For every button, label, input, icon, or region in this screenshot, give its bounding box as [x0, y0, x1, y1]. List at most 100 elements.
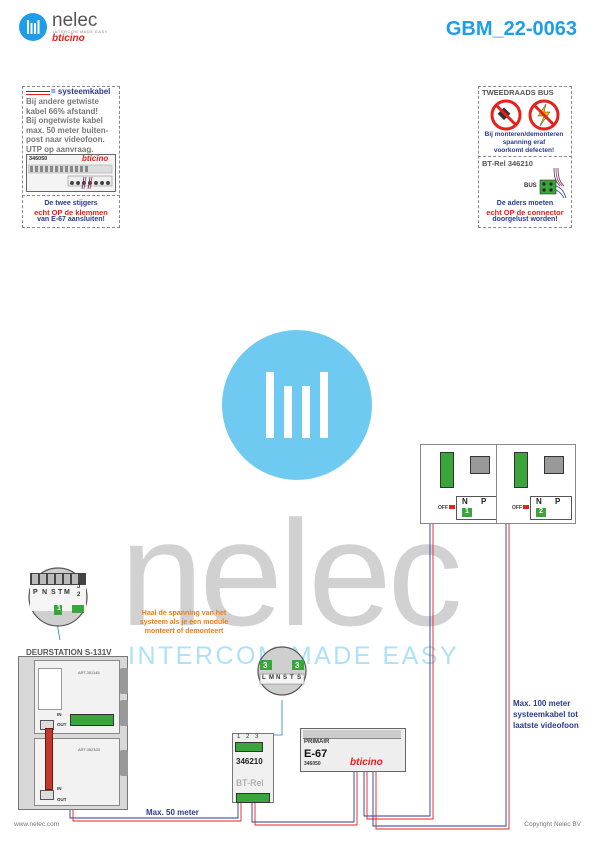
camera-module-board: [38, 668, 62, 710]
cable-note-line-6: UTP op aanvraag.: [26, 144, 94, 154]
enclosure-hinge-top: [120, 668, 128, 694]
enclosure-hinge-mid: [120, 700, 128, 726]
monitor-1-screen-icon: [470, 456, 490, 474]
max-50-label: Max. 50 meter: [146, 808, 199, 817]
door-station-title: DEURSTATION S-131V: [26, 648, 112, 657]
max-100-line-3: laatste videofoon: [513, 721, 579, 730]
enclosure-hinge-bottom: [120, 750, 128, 776]
no-power-warning-icon: [490, 99, 560, 131]
module-code-top: ART.351145: [78, 670, 100, 675]
relay-terminal-2: 2: [246, 734, 250, 740]
relay-zoom-left: 3: [263, 661, 268, 670]
relay-name: BT-Rel: [236, 778, 264, 788]
green-terminal-block: [70, 714, 114, 726]
cable-note-line-4: max. 50 meter buiten-: [26, 125, 109, 135]
power-off-warning-line-3: monteert of demonteert: [144, 628, 224, 635]
nelec-logo-icon: [19, 13, 47, 41]
document-code: GBM_22-0063: [445, 18, 577, 40]
cable-note-line-3: Bij ongetwiste kabel: [26, 116, 103, 125]
monitor-1-off-switch: [449, 505, 455, 509]
brand-name: nelec: [52, 10, 98, 31]
monitor-2-number: 2: [539, 508, 543, 515]
zoom-terminal-s: S: [51, 589, 56, 596]
zoom-terminal-n: N: [42, 589, 48, 596]
module-code: 346050: [29, 156, 48, 162]
cable-note-line-5: post naar videofoon.: [26, 135, 105, 144]
power-off-warning-line-1: Haal de spanning van het: [141, 610, 227, 617]
relay-zoom-t: T: [290, 675, 294, 681]
warning-line-3: voorkomt defecten!: [493, 147, 555, 154]
monitor-1-terminal: [440, 452, 454, 488]
in-label-bottom: IN: [57, 786, 62, 791]
power-supply-model: E-67: [304, 748, 328, 760]
footer-website[interactable]: www.nelec.com: [14, 821, 60, 828]
relay-terminal-1: 1: [237, 734, 241, 740]
relay-zoom-m: M: [269, 675, 274, 681]
zoom-terminal-t: T: [58, 589, 63, 596]
ribbon-cable: [45, 728, 53, 790]
max-100-line-2: systeemkabel tot: [513, 710, 578, 719]
monitor-1-n-label: N: [462, 497, 468, 506]
power-off-warning-line-2: systeem als je een module: [139, 619, 229, 626]
relay-zoom-l: L: [262, 675, 266, 681]
door-station-zoom: [28, 567, 88, 627]
monitor-2-p-label: P: [555, 497, 561, 506]
monitor-1-p-label: P: [481, 497, 487, 506]
monitor-2-screen-icon: [544, 456, 564, 474]
relay-zoom-s2: S: [297, 675, 302, 681]
zoom-terminal-m: M: [64, 589, 70, 596]
zoom-terminal-p: P: [33, 589, 38, 596]
relay-title: BT-Rel 346210: [482, 159, 533, 168]
cable-note-line-2: kabel 66% afstand!: [26, 106, 99, 116]
brand-tagline: INTERCOM MADE EASY: [53, 29, 108, 34]
power-supply-code: 346050: [304, 761, 321, 767]
out-label-bottom: OUT: [57, 797, 67, 802]
monitor-1-number-badge: [462, 508, 472, 517]
connector-note-line-3: doorgelust worden!: [492, 216, 558, 223]
bus-connector-icon: [539, 168, 567, 198]
two-wire-bus-title: TWEEDRAADS BUS: [482, 88, 554, 97]
monitor-2-number-badge: [536, 508, 546, 517]
relay-terminal-3: 3: [255, 734, 259, 740]
zoom-side-j: J: [77, 584, 81, 590]
footer-copyright: Copyright Nelec BV: [524, 821, 581, 828]
monitor-2-terminal: [514, 452, 528, 488]
connector-bottom: [40, 790, 54, 800]
bus-label: BUS: [524, 183, 537, 189]
monitor-1-number: 1: [465, 508, 469, 515]
legend-left-divider: [22, 195, 120, 196]
module-code-bottom: ART.352330: [78, 747, 100, 752]
monitor-2-n-label: N: [536, 497, 542, 506]
monitor-2-off-switch: [523, 505, 529, 509]
relay-bus-terminal: [236, 793, 270, 803]
system-cable-symbol: [26, 91, 50, 95]
monitor-1-off-label: OFF: [438, 505, 448, 511]
out-label-top: OUT: [57, 722, 67, 727]
warning-line-2: spanning eraf: [502, 139, 546, 146]
max-100-line-1: Max. 100 meter: [513, 699, 571, 708]
brand-partner: bticino: [52, 33, 85, 44]
watermark-word: nelec: [120, 489, 463, 657]
connector-note-line-2: echt OP de connector: [486, 208, 564, 217]
legend-right-divider: [478, 156, 572, 157]
zoom-module-number: 1: [57, 605, 61, 612]
system-cable-label: = systeemkabel: [51, 87, 111, 96]
module-brand: bticino: [82, 154, 109, 163]
terminal-block-detail: [28, 164, 113, 189]
relay-zoom-right: 3: [295, 661, 300, 670]
power-supply-brand: bticino: [350, 757, 383, 768]
relay-code: 346210: [236, 757, 263, 766]
power-supply-top-terminals: [303, 730, 401, 739]
power-supply-primary-label: PRIMAIR: [304, 739, 330, 745]
watermark-logo-icon: [222, 330, 372, 480]
zoom-side-2: 2: [77, 592, 81, 598]
connector-note-line-1: De aders moeten: [496, 200, 554, 207]
monitor-2-off-label: OFF: [512, 505, 522, 511]
relay-top-terminal: [235, 742, 263, 752]
relay-zoom: [257, 646, 307, 696]
relay-zoom-n: N: [276, 675, 281, 681]
riser-note-line-2: echt OP de klemmen: [34, 208, 108, 217]
riser-note-line-3: van E-67 aansluiten!: [37, 216, 105, 223]
warning-line-1: Bij monteren/demonteren: [484, 131, 564, 138]
